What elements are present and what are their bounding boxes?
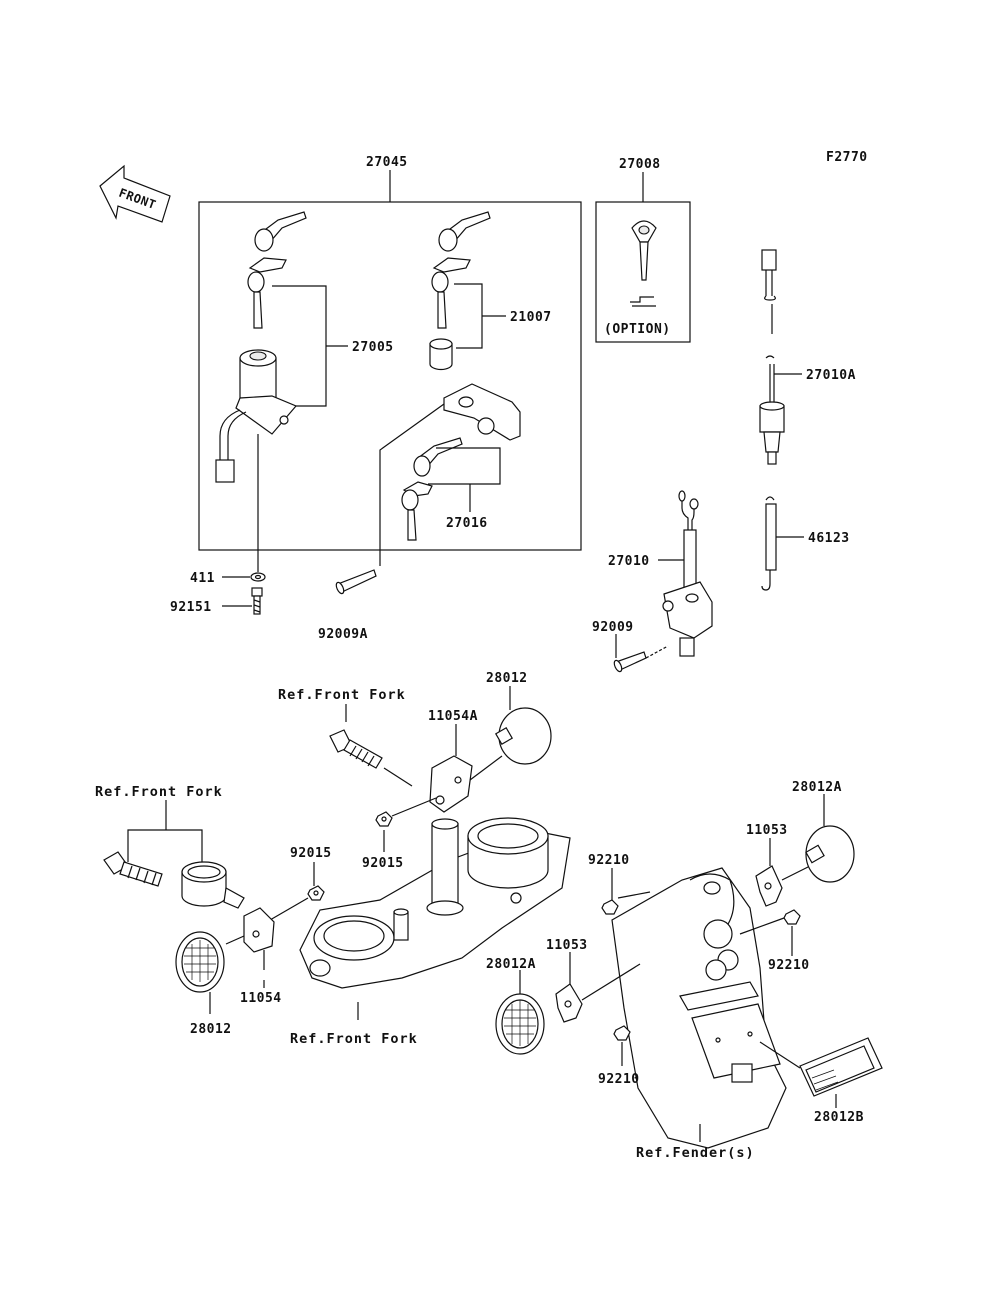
front-arrow-icon: FRONT <box>99 164 171 223</box>
screw-92009 <box>613 651 647 673</box>
ref-fender: Ref.Fender(s) <box>636 1145 755 1161</box>
part-label-27005: 27005 <box>352 340 394 355</box>
switch-27010 <box>662 490 713 657</box>
seat-lock-27016 <box>401 383 521 541</box>
part-label-27010A: 27010A <box>806 368 856 383</box>
nut-92210-top <box>601 899 619 915</box>
key-pair-27005 <box>247 211 307 329</box>
part-label-11053-right: 11053 <box>746 823 788 838</box>
nut-92210-bottom <box>613 1025 631 1041</box>
part-label-21007: 21007 <box>510 310 552 325</box>
ref-front-fork-top: Ref.Front Fork <box>278 687 406 703</box>
part-label-27045: 27045 <box>366 155 408 170</box>
bracket-11053-mid <box>555 983 583 1023</box>
part-label-27016: 27016 <box>446 516 488 531</box>
part-label-27010: 27010 <box>608 554 650 569</box>
bracket-11054 <box>243 907 275 953</box>
ref-front-fork-left: Ref.Front Fork <box>95 784 223 800</box>
nut-92015-mid <box>375 811 393 827</box>
nut-92015-left <box>307 885 325 901</box>
part-label-92210-bottom: 92210 <box>598 1072 640 1087</box>
part-label-27008: 27008 <box>619 157 661 172</box>
part-label-11054A: 11054A <box>428 709 478 724</box>
sensor-27010A <box>759 249 785 465</box>
screw-92151 <box>251 587 263 615</box>
bolt-front-fork-left <box>103 851 163 887</box>
part-label-28012-left: 28012 <box>190 1022 232 1037</box>
part-label-28012-top: 28012 <box>486 671 528 686</box>
part-label-92210-top: 92210 <box>588 853 630 868</box>
spacer-collar-left <box>181 861 245 909</box>
reflector-28012A-mid <box>495 993 545 1055</box>
part-label-92015-left: 92015 <box>290 846 332 861</box>
part-label-92210-right: 92210 <box>768 958 810 973</box>
part-label-92015-mid: 92015 <box>362 856 404 871</box>
reflector-28012-left <box>175 931 225 993</box>
option-label: (OPTION) <box>604 322 671 337</box>
triple-clamp <box>299 817 571 989</box>
part-label-28012A-right: 28012A <box>792 780 842 795</box>
reflector-28012B <box>799 1037 883 1097</box>
blank-key-27008 <box>631 220 657 281</box>
reflector-28012-top <box>494 707 552 765</box>
rear-fender <box>611 867 787 1149</box>
part-label-92009A: 92009A <box>318 627 368 642</box>
bolt-front-fork-top <box>329 729 383 769</box>
nut-92210-right <box>783 909 801 925</box>
clamp-46123 <box>761 496 777 591</box>
part-label-46123: 46123 <box>808 531 850 546</box>
part-label-11053-mid: 11053 <box>546 938 588 953</box>
part-label-28012A-mid: 28012A <box>486 957 536 972</box>
part-label-28012B: 28012B <box>814 1110 864 1125</box>
figure-code: F2770 <box>826 150 868 165</box>
bracket-11053-right <box>755 865 783 907</box>
part-label-411: 411 <box>190 571 215 586</box>
bracket-11054A <box>429 755 473 813</box>
screw-92009A <box>335 569 377 595</box>
reflector-28012A-right <box>805 825 855 883</box>
ref-front-fork-bottom: Ref.Front Fork <box>290 1031 418 1047</box>
ignition-lock-cylinder <box>215 349 297 483</box>
part-label-92009: 92009 <box>592 620 634 635</box>
part-label-11054: 11054 <box>240 991 282 1006</box>
key-pair-21007 <box>429 211 491 371</box>
part-label-92151: 92151 <box>170 600 212 615</box>
